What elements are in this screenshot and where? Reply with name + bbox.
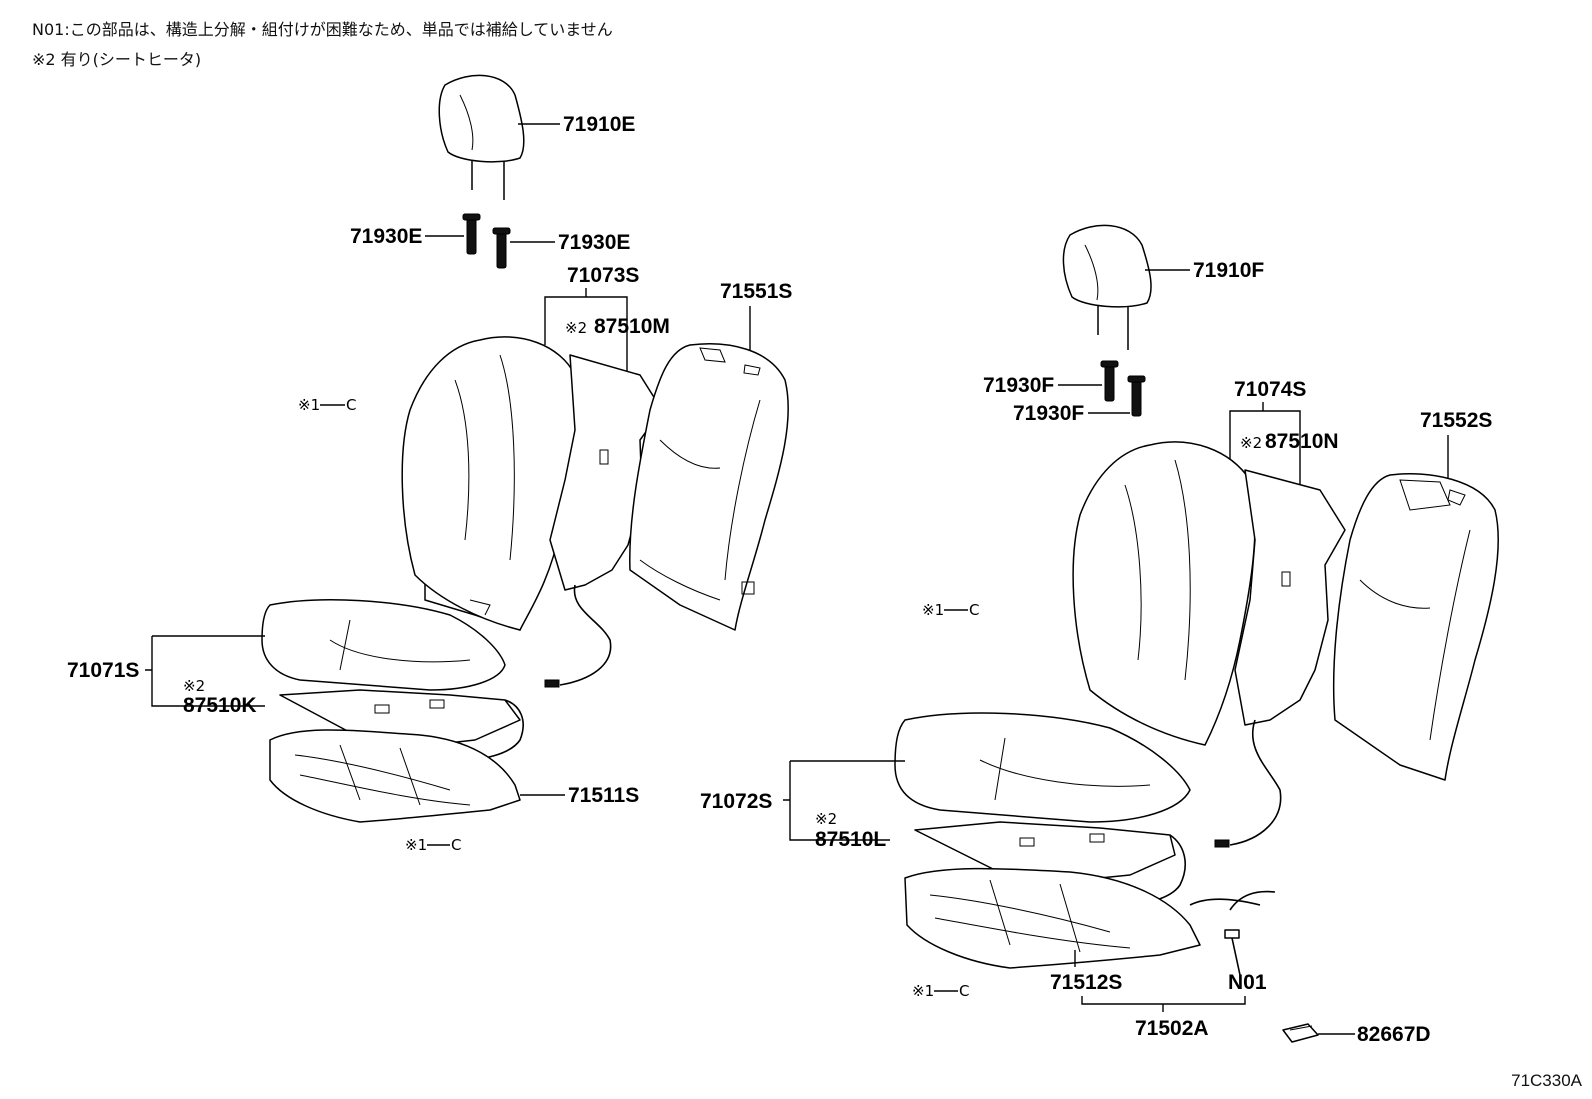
seatback-pad-right: [1332, 473, 1499, 781]
note-n01: N01:この部品は、構造上分解・組付けが困難なため、単品では補給していません: [32, 20, 613, 39]
label-87510N[interactable]: 87510N: [1265, 430, 1339, 453]
label-71512S[interactable]: 71512S: [1050, 971, 1122, 994]
headrest-left: [438, 74, 525, 200]
seat-cushion-frame-left: [269, 729, 521, 823]
seatback-cover-left: [401, 336, 580, 631]
clip-82667D: [1282, 1023, 1319, 1043]
headrest-right: [1062, 224, 1152, 350]
bracket-71074S: [1229, 402, 1301, 490]
figure-code: 71C330A: [1511, 1071, 1582, 1090]
left-seat-assembly: 71910E 71930E 71930E 71073S ※2 87510M: [67, 74, 792, 854]
label-71072S[interactable]: 71072S: [700, 790, 772, 813]
headrest-guides-right: [1100, 360, 1146, 417]
label-71073S[interactable]: 71073S: [567, 264, 639, 287]
ref-letter-right-cushion: C: [959, 982, 969, 1000]
ref-letter-right-back: C: [969, 601, 979, 619]
ref-mark-left-back: ※1: [298, 396, 320, 414]
seat-cushion-cover-left: [261, 599, 506, 691]
label-71074S[interactable]: 71074S: [1234, 378, 1306, 401]
note-heater: ※2 有り(シートヒータ): [32, 50, 202, 69]
label-71930E-a[interactable]: 71930E: [350, 225, 422, 248]
label-82667D[interactable]: 82667D: [1357, 1023, 1431, 1046]
label-71511S[interactable]: 71511S: [568, 784, 639, 807]
bracket-71071S: [145, 635, 265, 707]
ref-mark-left-cushion: ※1: [405, 836, 427, 854]
headrest-guides-left: [462, 213, 511, 269]
right-seat-assembly: 71910F 71930F 71930F 71074S ※2 87510N: [700, 224, 1499, 1046]
label-71502A[interactable]: 71502A: [1135, 1017, 1209, 1040]
seatback-heater-right: [1214, 469, 1346, 848]
ref-letter-left-back: C: [346, 396, 356, 414]
label-87510K[interactable]: 87510K: [183, 694, 257, 717]
label-71930E-b[interactable]: 71930E: [558, 231, 630, 254]
heater-mark-87510L: ※2: [815, 810, 837, 828]
harness-N01: [1189, 890, 1276, 976]
label-N01[interactable]: N01: [1228, 971, 1267, 994]
ref-letter-left-cushion: C: [451, 836, 461, 854]
seat-cushion-cover-right: [894, 712, 1191, 823]
label-71552S[interactable]: 71552S: [1420, 409, 1492, 432]
heater-mark-87510N: ※2: [1240, 434, 1262, 452]
ref-mark-right-back: ※1: [922, 601, 944, 619]
bracket-71072S: [783, 760, 905, 841]
seat-cushion-frame-right: [904, 867, 1201, 969]
label-71071S[interactable]: 71071S: [67, 659, 139, 682]
label-71551S[interactable]: 71551S: [720, 280, 792, 303]
label-87510L[interactable]: 87510L: [815, 828, 886, 851]
bracket-71073S: [544, 288, 628, 385]
seatback-cover-right: [1072, 441, 1256, 746]
label-87510M[interactable]: 87510M: [594, 315, 670, 338]
bracket-71502A: [1081, 996, 1246, 1012]
label-71930F-a[interactable]: 71930F: [983, 374, 1054, 397]
seatback-pad-left: [629, 343, 789, 631]
ref-mark-right-cushion: ※1: [912, 982, 934, 1000]
heater-mark-87510M: ※2: [565, 319, 587, 337]
label-71910F[interactable]: 71910F: [1193, 259, 1264, 282]
label-71910E[interactable]: 71910E: [563, 113, 635, 136]
heater-mark-87510K: ※2: [183, 677, 205, 695]
label-71930F-b[interactable]: 71930F: [1013, 402, 1084, 425]
